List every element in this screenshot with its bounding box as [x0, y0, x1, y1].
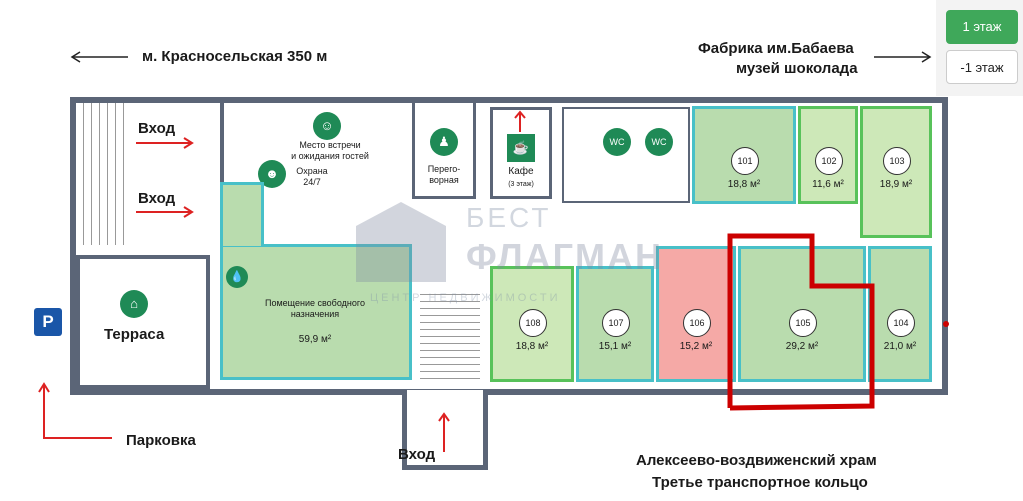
room-106-number: 106: [683, 309, 711, 337]
metro-label: м. Красносельская 350 м: [142, 48, 328, 65]
free-purpose-line1: Помещение свободного: [265, 298, 365, 308]
cafe-label: Кафе: [508, 166, 534, 177]
right-arrow-icon: [874, 51, 932, 63]
left-arrow-icon: [70, 51, 128, 63]
entrance-arrow-icon-1: [136, 137, 194, 149]
terrace-label: Терраса: [104, 326, 165, 343]
cafe-area: [490, 107, 552, 199]
room-101[interactable]: 101 18,8 м²: [692, 106, 796, 204]
room-108[interactable]: 108 18,8 м²: [490, 266, 574, 382]
free-purpose-room[interactable]: [220, 244, 412, 380]
negotiation-label: Перего- ворная: [412, 164, 476, 186]
room-105[interactable]: 105 29,2 м²: [738, 246, 866, 382]
cafe-icon: ☕: [507, 134, 535, 162]
museum-label: музей шоколада: [736, 60, 858, 77]
entrance-vestibule: [402, 390, 488, 470]
room-103-area: 18,9 м²: [879, 179, 913, 190]
entrance-arrow-icon-2: [136, 206, 194, 218]
stairs-left: [76, 103, 130, 245]
stairs-center: [420, 290, 480, 385]
cafe-up-arrow-icon: [514, 110, 526, 132]
room-102-area: 11,6 м²: [812, 179, 844, 190]
negotiation-room: [412, 103, 476, 199]
free-purpose-label: Помещение свободного назначения: [240, 298, 390, 320]
terrace-icon: ⌂: [120, 290, 148, 318]
parking-arrow-icon: [38, 382, 112, 439]
room-107-area: 15,1 м²: [598, 341, 632, 352]
room-108-area: 18,8 м²: [515, 341, 549, 352]
room-101-area: 18,8 м²: [727, 179, 761, 190]
room-105-number: 105: [789, 309, 817, 337]
room-107-number: 107: [602, 309, 630, 337]
room-102[interactable]: 102 11,6 м²: [798, 106, 858, 204]
entrance-label-3: Вход: [398, 446, 436, 463]
free-purpose-line2: назначения: [290, 309, 340, 319]
room-103-number: 103: [883, 147, 911, 175]
room-104-number: 104: [887, 309, 915, 337]
security-line1: Охрана: [296, 166, 328, 176]
meeting-line2: и ожидания гостей: [291, 151, 369, 161]
terrace-area: [76, 255, 210, 389]
room-105-area: 29,2 м²: [785, 341, 819, 352]
free-purpose-ext: [220, 182, 264, 246]
partition-wall: [220, 103, 224, 183]
room-104[interactable]: 104 21,0 м²: [868, 246, 932, 382]
floor-1-button[interactable]: 1 этаж: [946, 10, 1018, 44]
room-107[interactable]: 107 15,1 м²: [576, 266, 654, 382]
security-line2: 24/7: [303, 177, 321, 187]
room-108-number: 108: [519, 309, 547, 337]
entrance-label-1: Вход: [138, 120, 176, 137]
room-104-area: 21,0 м²: [883, 341, 917, 352]
meeting-line1: Место встречи: [299, 140, 361, 150]
entrance-label-2: Вход: [138, 190, 176, 207]
free-purpose-area: 59,9 м²: [298, 334, 332, 345]
parking-label: Парковка: [126, 432, 196, 449]
meeting-label: Место встречи и ожидания гостей: [280, 140, 380, 162]
drop-icon: 💧: [226, 266, 248, 288]
cafe-floor-label: (3 этаж): [508, 181, 534, 188]
negotiation-icon: ♟: [430, 128, 458, 156]
room-106[interactable]: 106 15,2 м²: [656, 246, 736, 382]
ring-road-label: Третье транспортное кольцо: [652, 474, 868, 491]
parking-sign: P: [34, 308, 62, 336]
room-103[interactable]: 103 18,9 м²: [860, 106, 932, 238]
church-label: Алексеево-воздвиженский храм: [636, 452, 877, 469]
room-101-number: 101: [731, 147, 759, 175]
negotiation-line2: ворная: [429, 175, 459, 185]
factory-label: Фабрика им.Бабаева: [698, 40, 854, 57]
floor-minus1-button[interactable]: -1 этаж: [946, 50, 1018, 84]
room-102-number: 102: [815, 147, 843, 175]
wc-area: [562, 107, 690, 203]
security-label: Охрана 24/7: [290, 166, 334, 188]
room-106-area: 15,2 м²: [679, 341, 713, 352]
negotiation-line1: Перего-: [427, 164, 461, 174]
entrance-arrow-icon-3: [438, 412, 450, 452]
wc-icon-1: WC: [603, 128, 631, 156]
meeting-icon: ☺: [313, 112, 341, 140]
wc-icon-2: WC: [645, 128, 673, 156]
